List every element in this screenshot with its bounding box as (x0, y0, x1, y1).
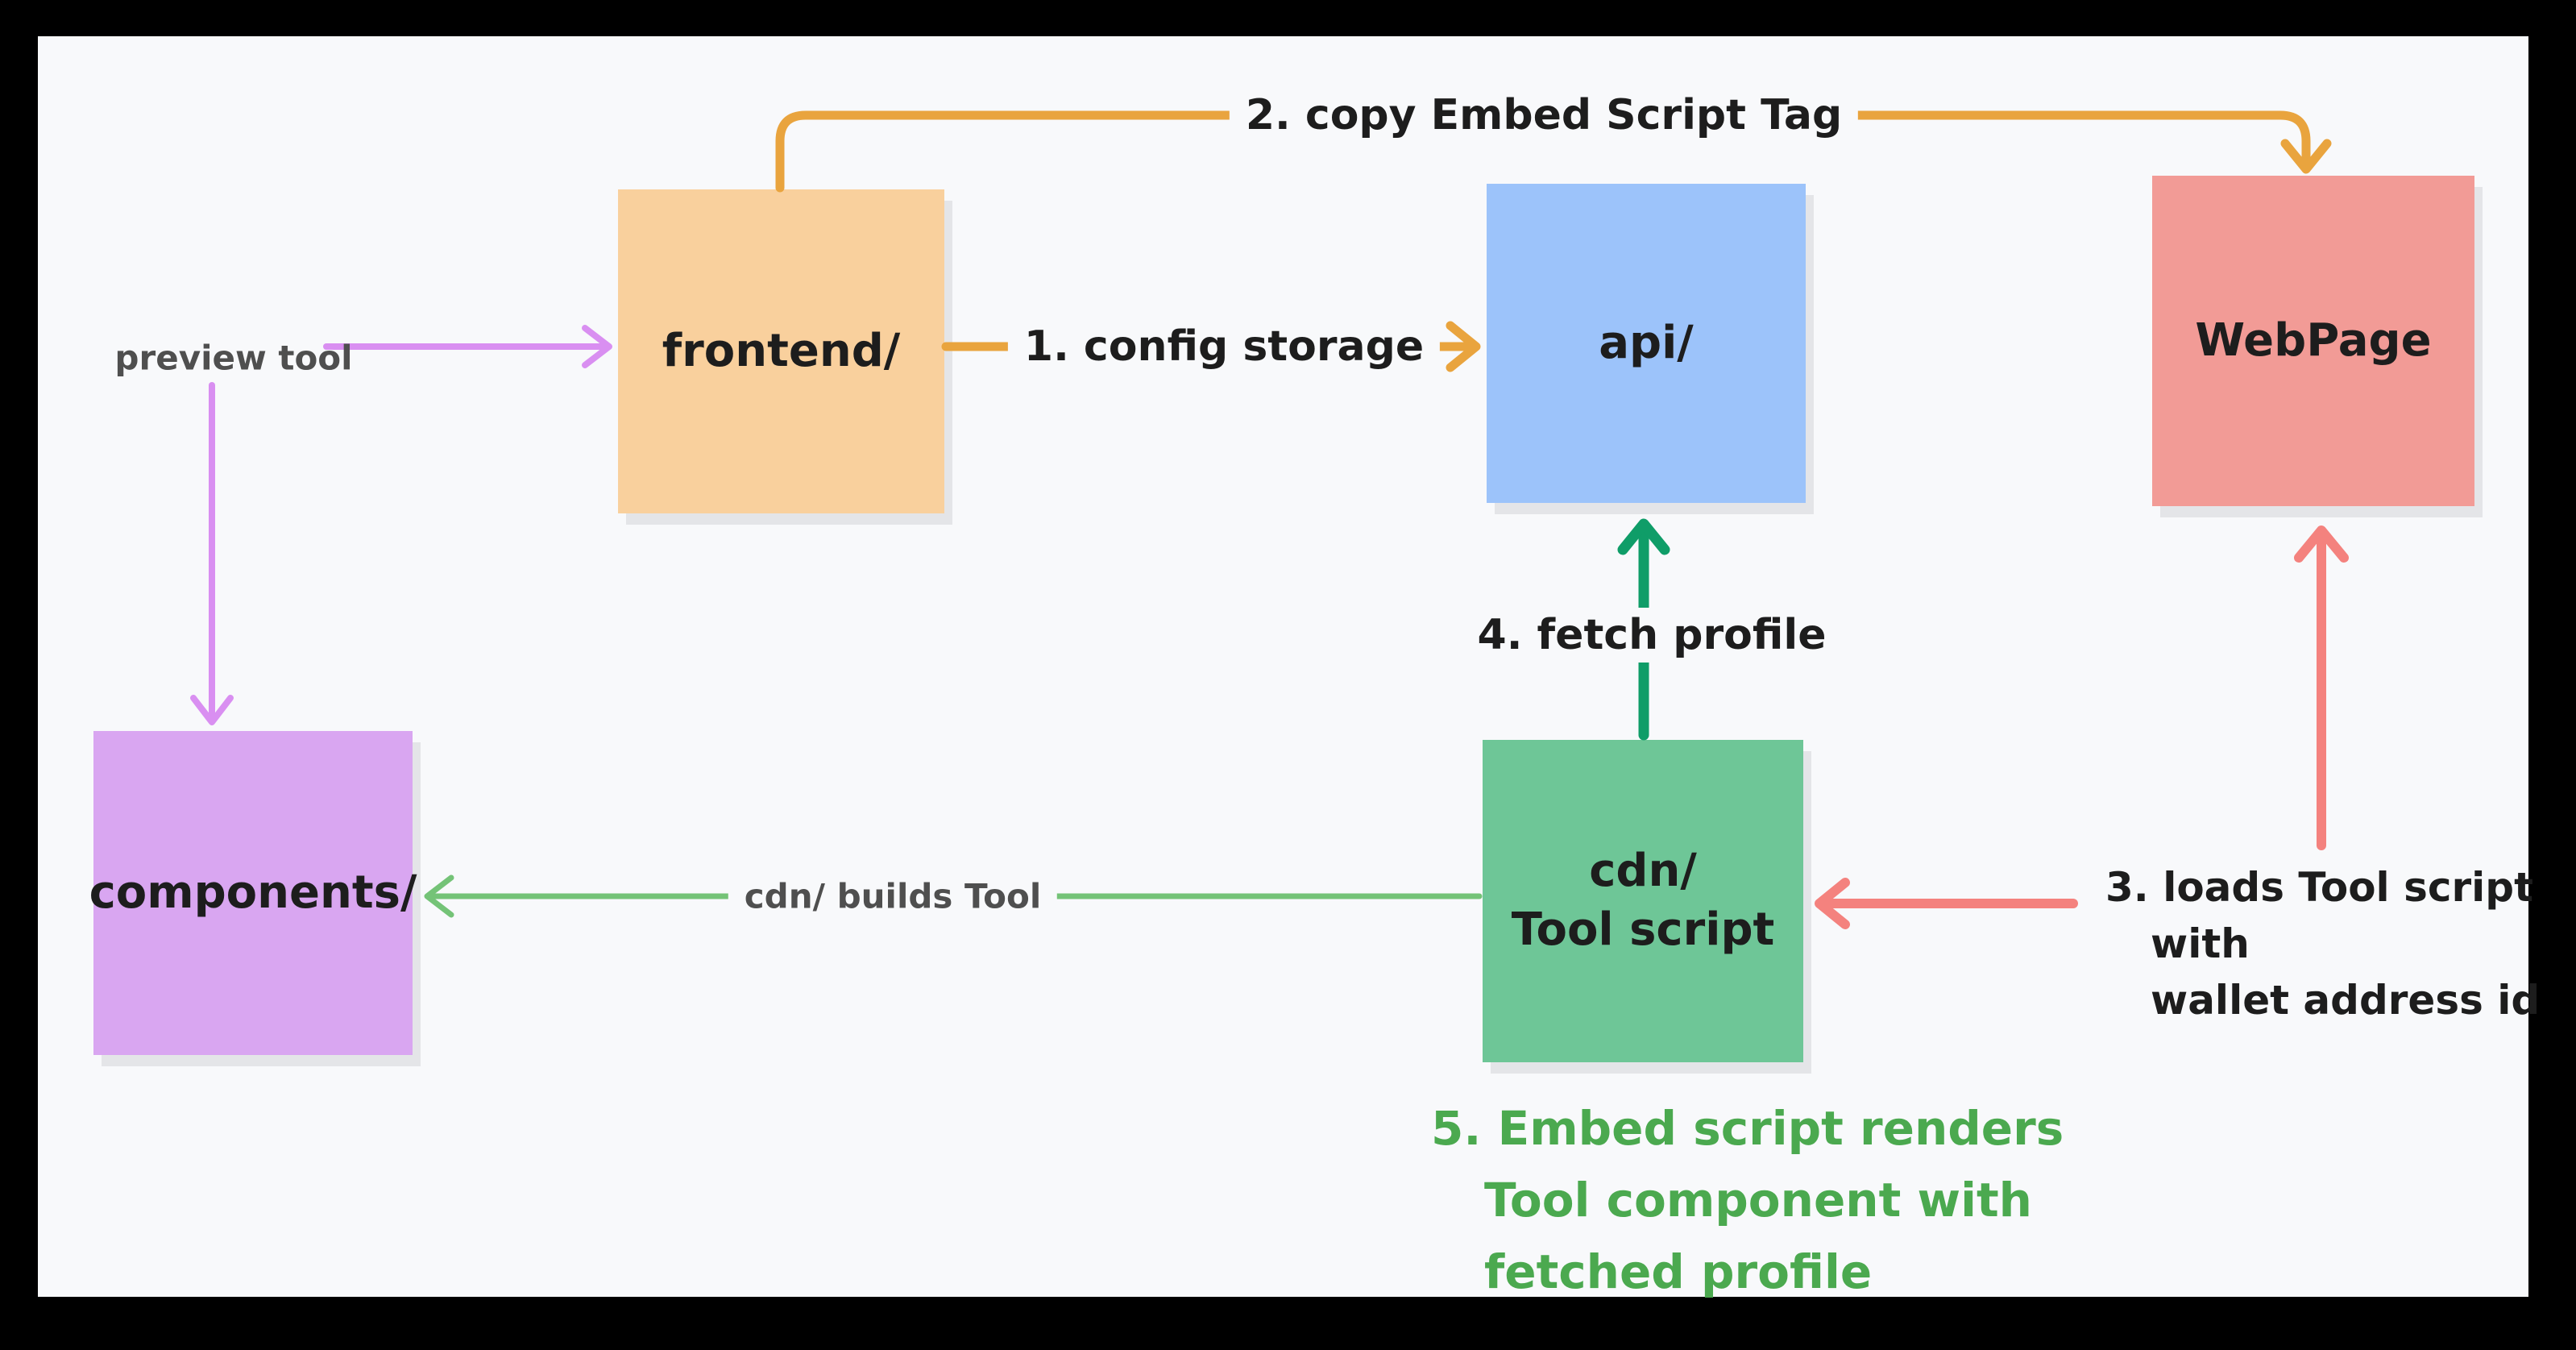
note-line: Tool component with (1484, 1173, 2032, 1227)
label-fetch-profile[interactable]: 4. fetch profile (1461, 608, 1843, 663)
diagram-canvas[interactable] (38, 36, 2528, 1297)
label-config-storage[interactable]: 1. config storage (1007, 319, 1441, 374)
note-line: 5. Embed script renders (1431, 1101, 2064, 1156)
label-preview-tool[interactable]: preview tool (114, 338, 353, 378)
node-components[interactable]: components/ (89, 731, 417, 1055)
arrow-preview-to-components[interactable] (190, 382, 234, 725)
note-line: wallet address id (2151, 977, 2541, 1024)
node-webpage[interactable]: WebPage (2152, 176, 2474, 506)
note-line: fetched profile (1484, 1244, 1873, 1299)
arrow-preview-tool[interactable] (323, 325, 612, 368)
arrow-loads-to-webpage[interactable] (2294, 525, 2349, 850)
note-loads-tool-script[interactable]: 3. loads Tool script with wallet address… (2105, 859, 2540, 1028)
node-cdn[interactable]: cdn/ Tool script (1483, 740, 1803, 1062)
note-line: with (2151, 920, 2250, 967)
note-line: 3. loads Tool script (2105, 864, 2533, 911)
label-copy-embed-script[interactable]: 2. copy Embed Script Tag (1229, 88, 1859, 143)
note-embed-script-renders[interactable]: 5. Embed script renders Tool component w… (1431, 1093, 2064, 1308)
node-frontend[interactable]: frontend/ (618, 189, 944, 513)
node-api[interactable]: api/ (1487, 184, 1806, 503)
label-cdn-builds-tool[interactable]: cdn/ builds Tool (728, 873, 1058, 920)
arrow-loads-tool-script[interactable] (1815, 878, 2078, 929)
